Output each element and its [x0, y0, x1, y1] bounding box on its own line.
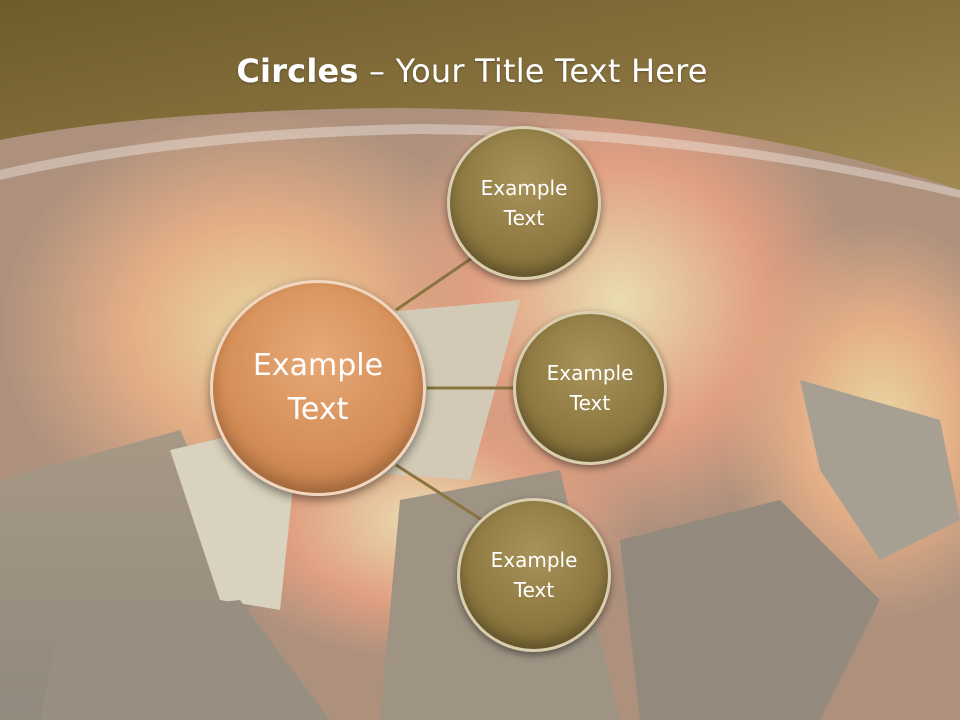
title-rest: – Your Title Text Here — [358, 52, 708, 90]
node-circle-top: Example Text — [447, 126, 601, 280]
header-band — [0, 0, 960, 198]
connector-top — [395, 256, 473, 312]
title-bold: Circles — [236, 52, 359, 90]
center-circle-line2: Text — [287, 392, 349, 427]
connector-bottom — [395, 463, 483, 522]
node-bottom-line1: Example — [490, 548, 578, 572]
node-top-line1: Example — [480, 176, 568, 200]
node-middle-line1: Example — [546, 361, 634, 385]
node-middle-line2: Text — [569, 391, 611, 415]
node-circle-bottom: Example Text — [457, 498, 611, 652]
node-circle-middle: Example Text — [513, 311, 667, 465]
node-bottom-line2: Text — [513, 578, 555, 602]
center-circle: Example Text — [210, 280, 426, 496]
node-top-line2: Text — [503, 206, 545, 230]
center-circle-line1: Example — [252, 348, 384, 383]
slide-title: Circles – Your Title Text Here — [0, 52, 944, 90]
